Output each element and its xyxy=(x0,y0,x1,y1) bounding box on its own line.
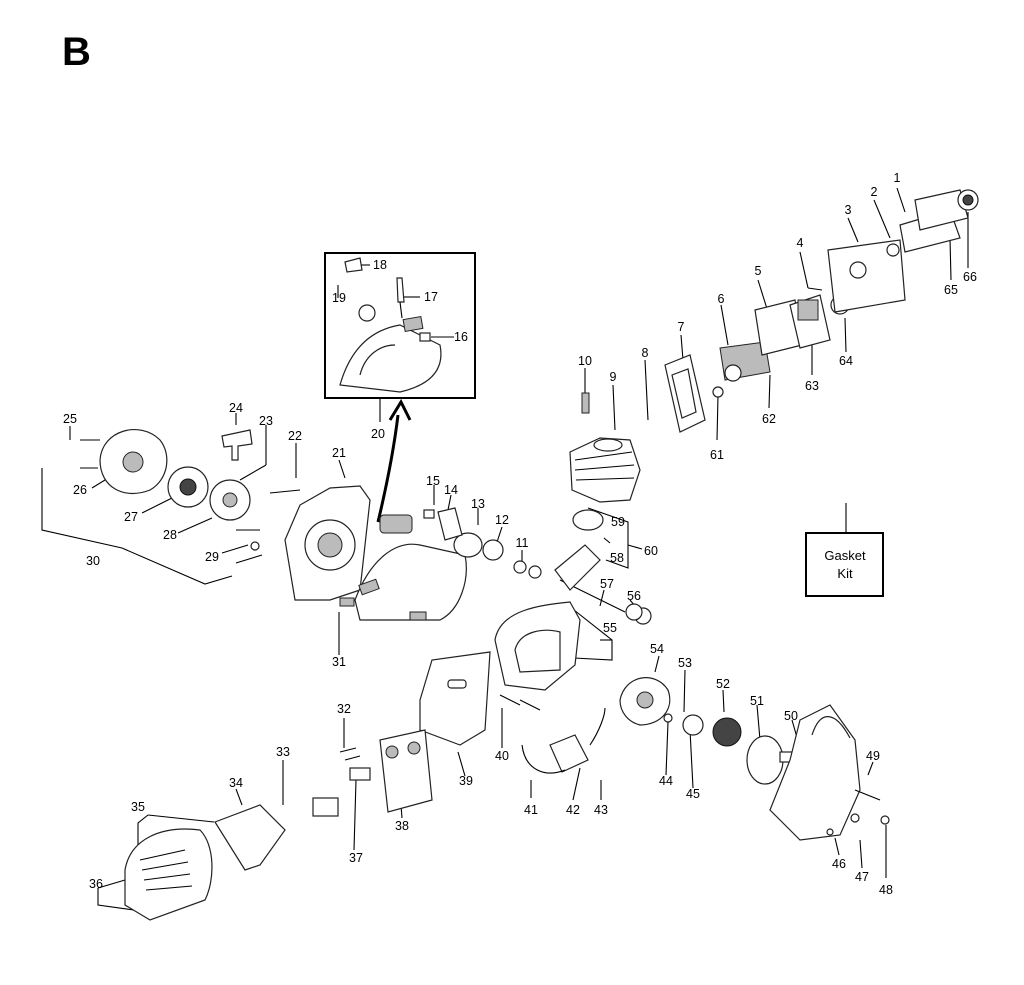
callout-13: 13 xyxy=(471,497,485,511)
callout-48: 48 xyxy=(879,883,893,897)
carburetor-and-air-filter xyxy=(754,189,979,356)
callout-20: 20 xyxy=(371,427,385,441)
section-letter: B xyxy=(62,30,91,74)
callout-57: 57 xyxy=(600,577,614,591)
callout-17: 17 xyxy=(424,290,438,304)
callout-36: 36 xyxy=(89,877,103,891)
callout-18: 18 xyxy=(373,258,387,272)
callout-43: 43 xyxy=(594,803,608,817)
callout-62: 62 xyxy=(762,412,776,426)
callout-42: 42 xyxy=(566,803,580,817)
callout-7: 7 xyxy=(678,320,685,334)
callout-51: 51 xyxy=(750,694,764,708)
callout-37: 37 xyxy=(349,851,363,865)
callout-30: 30 xyxy=(86,554,100,568)
gasket-kit-line2: Kit xyxy=(837,566,853,581)
callout-64: 64 xyxy=(839,354,853,368)
callout-15: 15 xyxy=(426,474,440,488)
callout-28: 28 xyxy=(163,528,177,542)
callout-19: 19 xyxy=(332,291,346,305)
callout-60: 60 xyxy=(644,544,658,558)
callout-9: 9 xyxy=(610,370,617,384)
gasket-kit-box: Gasket Kit xyxy=(805,532,884,597)
callout-2: 2 xyxy=(871,185,878,199)
callout-56: 56 xyxy=(627,589,641,603)
engine-core xyxy=(423,341,771,711)
gasket-kit-line1: Gasket xyxy=(824,548,866,563)
fan-housing-and-tank xyxy=(269,485,467,621)
callout-44: 44 xyxy=(659,774,673,788)
callout-14: 14 xyxy=(444,483,458,497)
callout-11: 11 xyxy=(516,536,529,550)
callout-50: 50 xyxy=(784,709,798,723)
callout-41: 41 xyxy=(524,803,538,817)
starter-assembly xyxy=(80,429,263,564)
callout-1: 1 xyxy=(894,171,901,185)
callout-6: 6 xyxy=(718,292,725,306)
callout-59: 59 xyxy=(611,515,625,529)
callout-66: 66 xyxy=(963,270,977,284)
callout-31: 31 xyxy=(332,655,346,669)
callout-32: 32 xyxy=(337,702,351,716)
callout-47: 47 xyxy=(855,870,869,884)
callout-34: 34 xyxy=(229,776,243,790)
callout-5: 5 xyxy=(755,264,762,278)
inset-fuel-tank-detail xyxy=(324,252,476,399)
callout-40: 40 xyxy=(495,749,509,763)
callout-25: 25 xyxy=(63,412,77,426)
callout-8: 8 xyxy=(642,346,649,360)
callout-3: 3 xyxy=(845,203,852,217)
callout-23: 23 xyxy=(259,414,273,428)
callout-10: 10 xyxy=(578,354,592,368)
callout-26: 26 xyxy=(73,483,87,497)
callout-16: 16 xyxy=(454,330,468,344)
lower-components xyxy=(124,651,890,921)
callout-33: 33 xyxy=(276,745,290,759)
callout-58: 58 xyxy=(610,551,624,565)
callout-54: 54 xyxy=(650,642,664,656)
callout-22: 22 xyxy=(288,429,302,443)
callout-61: 61 xyxy=(710,448,724,462)
callout-27: 27 xyxy=(124,510,138,524)
callout-55: 55 xyxy=(603,621,617,635)
callout-65: 65 xyxy=(944,283,958,297)
callout-39: 39 xyxy=(459,774,473,788)
callout-45: 45 xyxy=(686,787,700,801)
callout-29: 29 xyxy=(205,550,219,564)
callout-35: 35 xyxy=(131,800,145,814)
callout-24: 24 xyxy=(229,401,243,415)
callout-49: 49 xyxy=(866,749,880,763)
callout-63: 63 xyxy=(805,379,819,393)
callout-numbers: 1234567891011121314151617181920212223242… xyxy=(63,171,977,897)
callout-53: 53 xyxy=(678,656,692,670)
callout-52: 52 xyxy=(716,677,730,691)
callout-4: 4 xyxy=(797,236,804,250)
callout-46: 46 xyxy=(832,857,846,871)
callout-21: 21 xyxy=(332,446,346,460)
callout-38: 38 xyxy=(395,819,409,833)
callout-12: 12 xyxy=(495,513,509,527)
